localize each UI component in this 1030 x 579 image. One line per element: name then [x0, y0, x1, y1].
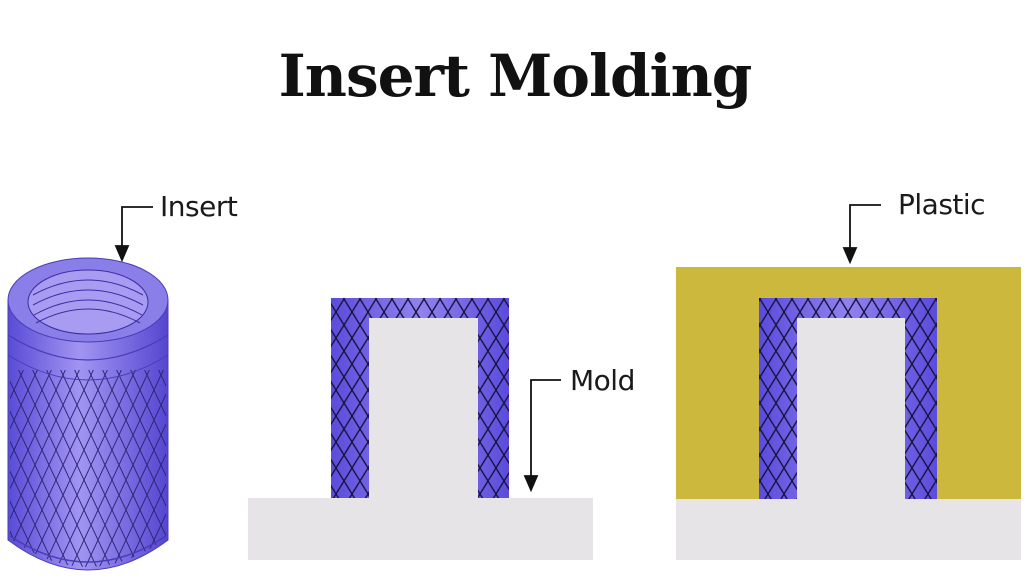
insert-callout-arrow [114, 206, 153, 263]
mold-label: Mold [570, 364, 635, 397]
mold-assembly [248, 298, 593, 560]
overmolded-assembly [676, 267, 1021, 560]
insert-label: Insert [160, 190, 238, 223]
plastic-label: Plastic [898, 188, 986, 221]
plastic-callout-arrow [842, 204, 881, 265]
insert-cylinder [7, 257, 169, 571]
diagram-title: Insert Molding [278, 42, 753, 110]
mold-callout-arrow [523, 379, 561, 493]
